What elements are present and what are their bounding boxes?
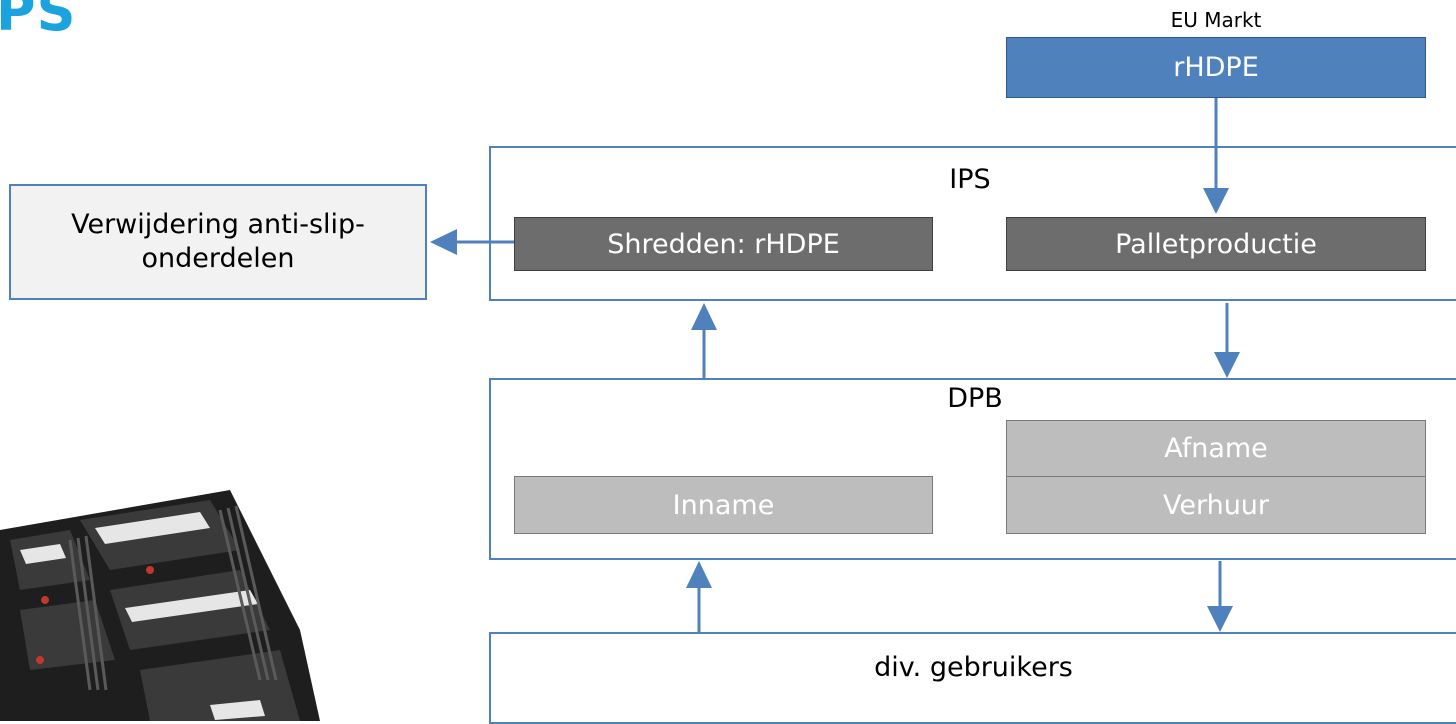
inname-box: Inname [514, 476, 933, 534]
ips-title: IPS [949, 164, 991, 195]
arrowhead-dpb-to-users [1207, 606, 1233, 632]
pallet-image [0, 490, 320, 721]
rhdpe-market-box: rHDPE [1006, 37, 1426, 98]
removal-line-2: onderdelen [141, 243, 295, 274]
palletproductie-box: Palletproductie [1006, 217, 1426, 271]
arrowhead-shredden-to-removal [430, 229, 457, 255]
arrowhead-users-to-dpb [686, 561, 712, 588]
arrowhead-dpb-to-ips [691, 303, 717, 330]
users-label: div. gebruikers [874, 652, 1073, 683]
arrowhead-market-to-production [1203, 188, 1229, 214]
eu-markt-label: EU Markt [1170, 8, 1262, 32]
arrowhead-ips-to-dpb [1214, 352, 1240, 378]
verhuur-box: Verhuur [1006, 476, 1426, 534]
shredden-box: Shredden: rHDPE [514, 217, 933, 271]
afname-box: Afname [1006, 420, 1426, 477]
logo-text: PS [0, 0, 77, 43]
removal-line-1: Verwijdering anti-slip- [71, 209, 365, 241]
dpb-title: DPB [947, 383, 1003, 414]
removal-box: Verwijdering anti-slip- onderdelen [9, 184, 427, 300]
